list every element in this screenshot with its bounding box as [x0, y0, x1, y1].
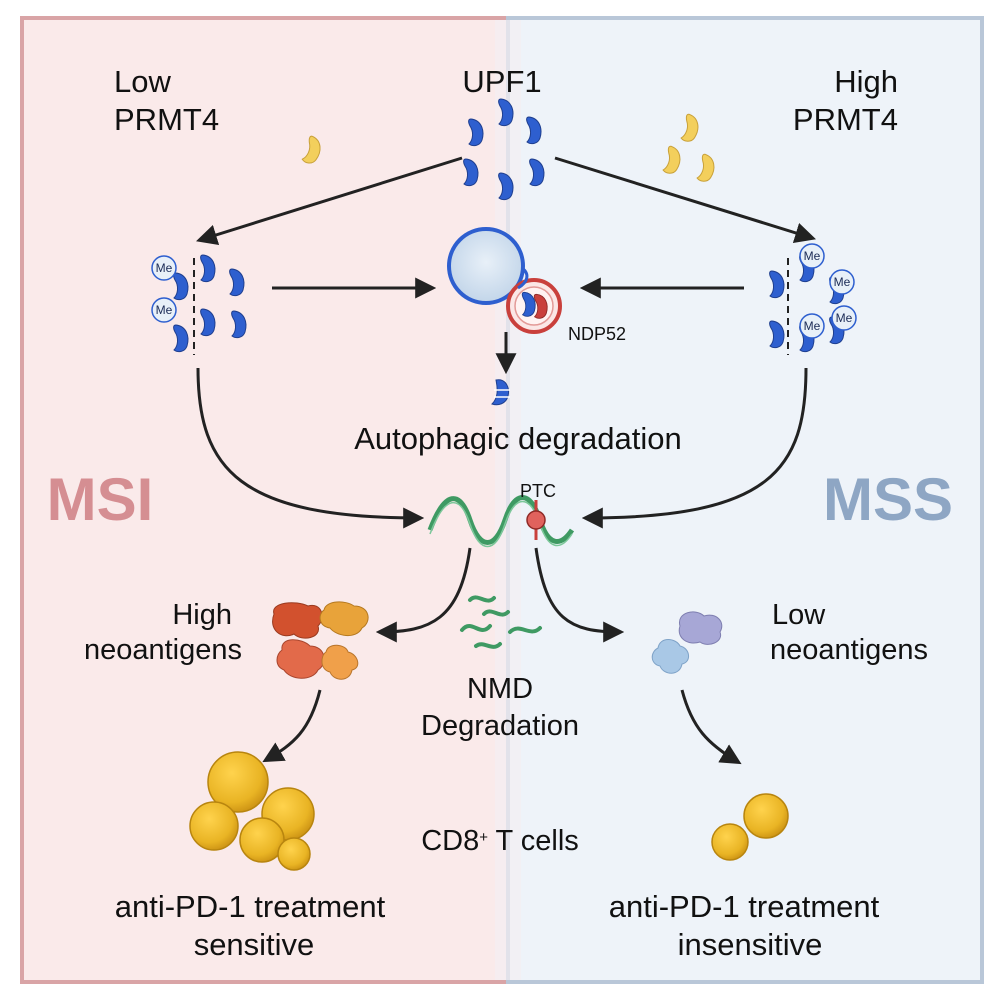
msi-label: MSI: [47, 466, 154, 533]
arrow-high-to-mrna: [581, 367, 808, 529]
svg-text:Me: Me: [836, 311, 853, 325]
mrna-strand-icon: [427, 495, 575, 547]
low-neoantigens-icon: [651, 611, 723, 674]
mss-label: MSS: [823, 466, 953, 533]
ndp52-label: NDP52: [568, 324, 626, 344]
arrow-to-tcells-right: [680, 689, 742, 765]
svg-text:Me: Me: [804, 249, 821, 263]
cd8-tcells-few-icon: [711, 793, 789, 861]
arrow-low-to-mrna: [196, 367, 425, 529]
arrow-mrna-to-low-neoantigens: [534, 547, 625, 643]
nmd-fragments-icon: [460, 595, 542, 649]
low-prmt4-label-line2: PRMT4: [114, 102, 219, 137]
arrow-mrna-to-high-neoantigens: [375, 547, 472, 643]
cd8-tcells-label: CD8+ T cells: [421, 825, 579, 857]
arrow-to-tcells-left: [262, 689, 322, 763]
arrow-upf1-to-high: [554, 156, 817, 244]
arrow-upf1-to-low: [195, 156, 463, 246]
ptc-label: PTC: [520, 481, 556, 501]
nmd-label-line1: NMD: [467, 673, 533, 705]
insensitive-label-line1: anti-PD-1 treatment: [609, 889, 880, 924]
autophagosome-icon: [447, 227, 562, 334]
upf1-label: UPF1: [462, 64, 541, 99]
upf1-methylated-low-icon: Me Me: [151, 254, 247, 355]
degraded-upf1-icon: [491, 379, 510, 406]
sensitive-label-line2: sensitive: [194, 927, 315, 962]
insensitive-label-line2: insensitive: [678, 927, 823, 962]
svg-text:Me: Me: [834, 275, 851, 289]
cd8-tcells-many-icon: [189, 751, 315, 871]
high-neoantigens-icon: [272, 601, 369, 680]
svg-text:Me: Me: [156, 261, 173, 275]
high-prmt4-label-line2: PRMT4: [793, 102, 898, 137]
svg-text:Me: Me: [156, 303, 173, 317]
high-neoantigens-label-line1: High: [172, 599, 232, 631]
sensitive-label-line1: anti-PD-1 treatment: [115, 889, 386, 924]
svg-text:Me: Me: [804, 319, 821, 333]
high-neoantigens-label-line2: neoantigens: [84, 634, 242, 666]
upf1-methylated-high-icon: Me Me Me Me: [769, 243, 857, 355]
autophagic-degradation-label: Autophagic degradation: [354, 421, 681, 456]
low-neoantigens-label-line2: neoantigens: [770, 634, 928, 666]
high-prmt4-label-line1: High: [834, 64, 898, 99]
nmd-label-line2: Degradation: [421, 710, 579, 742]
low-neoantigens-label-line1: Low: [772, 599, 826, 631]
low-prmt4-label-line1: Low: [114, 64, 171, 99]
